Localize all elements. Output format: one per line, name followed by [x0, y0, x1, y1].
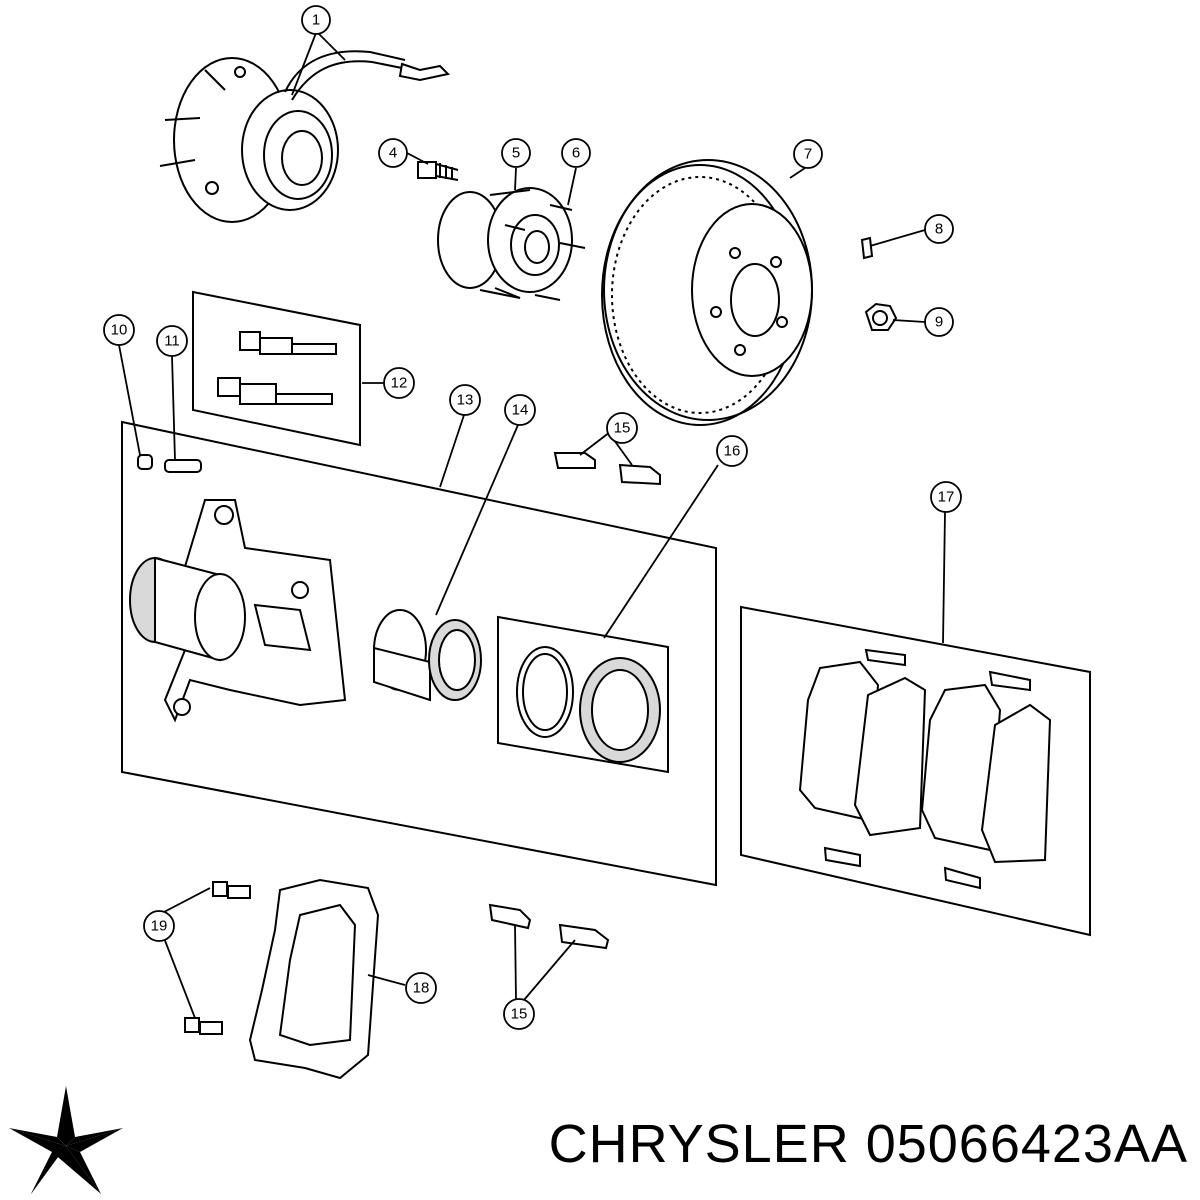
callout-4: 4 — [378, 138, 408, 168]
callout-label: 6 — [572, 145, 580, 162]
callout-label: 9 — [935, 314, 943, 331]
chrysler-pentastar-icon — [9, 1086, 123, 1194]
callout-19: 19 — [143, 910, 175, 942]
callout-8: 8 — [924, 214, 954, 244]
hub-bearing-part — [159, 50, 451, 223]
callout-10: 10 — [103, 314, 135, 346]
callout-label: 19 — [151, 918, 168, 935]
bracket-bolts-part — [184, 881, 251, 1035]
callout-11: 11 — [156, 325, 188, 357]
callout-label: 18 — [413, 980, 430, 997]
part-number-title: CHRYSLER 05066423AA — [548, 1114, 1188, 1174]
bolt-part — [417, 161, 459, 181]
callout-label: 13 — [457, 392, 474, 409]
callout-label: 8 — [935, 221, 943, 238]
seal-kit-box — [497, 615, 669, 774]
clip-part — [860, 236, 874, 260]
callout-label: 11 — [164, 333, 180, 350]
piston-part — [373, 609, 482, 702]
callout-label: 4 — [389, 145, 397, 162]
callout-label: 10 — [111, 322, 128, 339]
callout-14: 14 — [504, 394, 536, 426]
callout-15-bottom: 15 — [503, 998, 535, 1030]
callout-5: 5 — [501, 138, 531, 168]
callout-1: 1 — [301, 5, 331, 35]
callout-label: 15 — [511, 1006, 528, 1023]
callout-label: 17 — [938, 489, 955, 506]
pad-clips-bottom — [488, 903, 610, 950]
callout-label: 16 — [724, 443, 741, 460]
callout-15-top: 15 — [606, 412, 638, 444]
hub-flange-part — [437, 187, 586, 301]
caliper-kit-box — [121, 420, 717, 887]
bleeder-parts — [137, 454, 202, 473]
callout-label: 14 — [512, 402, 529, 419]
callout-label: 15 — [614, 420, 631, 437]
callout-6: 6 — [561, 138, 591, 168]
brake-pad-kit-box — [740, 605, 1091, 937]
callout-12: 12 — [383, 367, 415, 399]
brake-rotor-part — [601, 159, 813, 426]
callout-label: 7 — [804, 146, 812, 163]
pad-clips-top — [553, 452, 661, 486]
callout-18: 18 — [405, 972, 437, 1004]
guide-pin-kit-box — [192, 290, 361, 447]
hub-nut-part — [864, 302, 898, 331]
callout-label: 12 — [391, 375, 408, 392]
callout-label: 1 — [312, 12, 320, 29]
callout-16: 16 — [716, 435, 748, 467]
callout-13: 13 — [449, 384, 481, 416]
caliper-bracket-part — [248, 878, 380, 1080]
callout-9: 9 — [924, 307, 954, 337]
callout-7: 7 — [793, 139, 823, 169]
leader-lines — [118, 32, 946, 1019]
callout-label: 5 — [512, 145, 520, 162]
callout-17: 17 — [930, 481, 962, 513]
